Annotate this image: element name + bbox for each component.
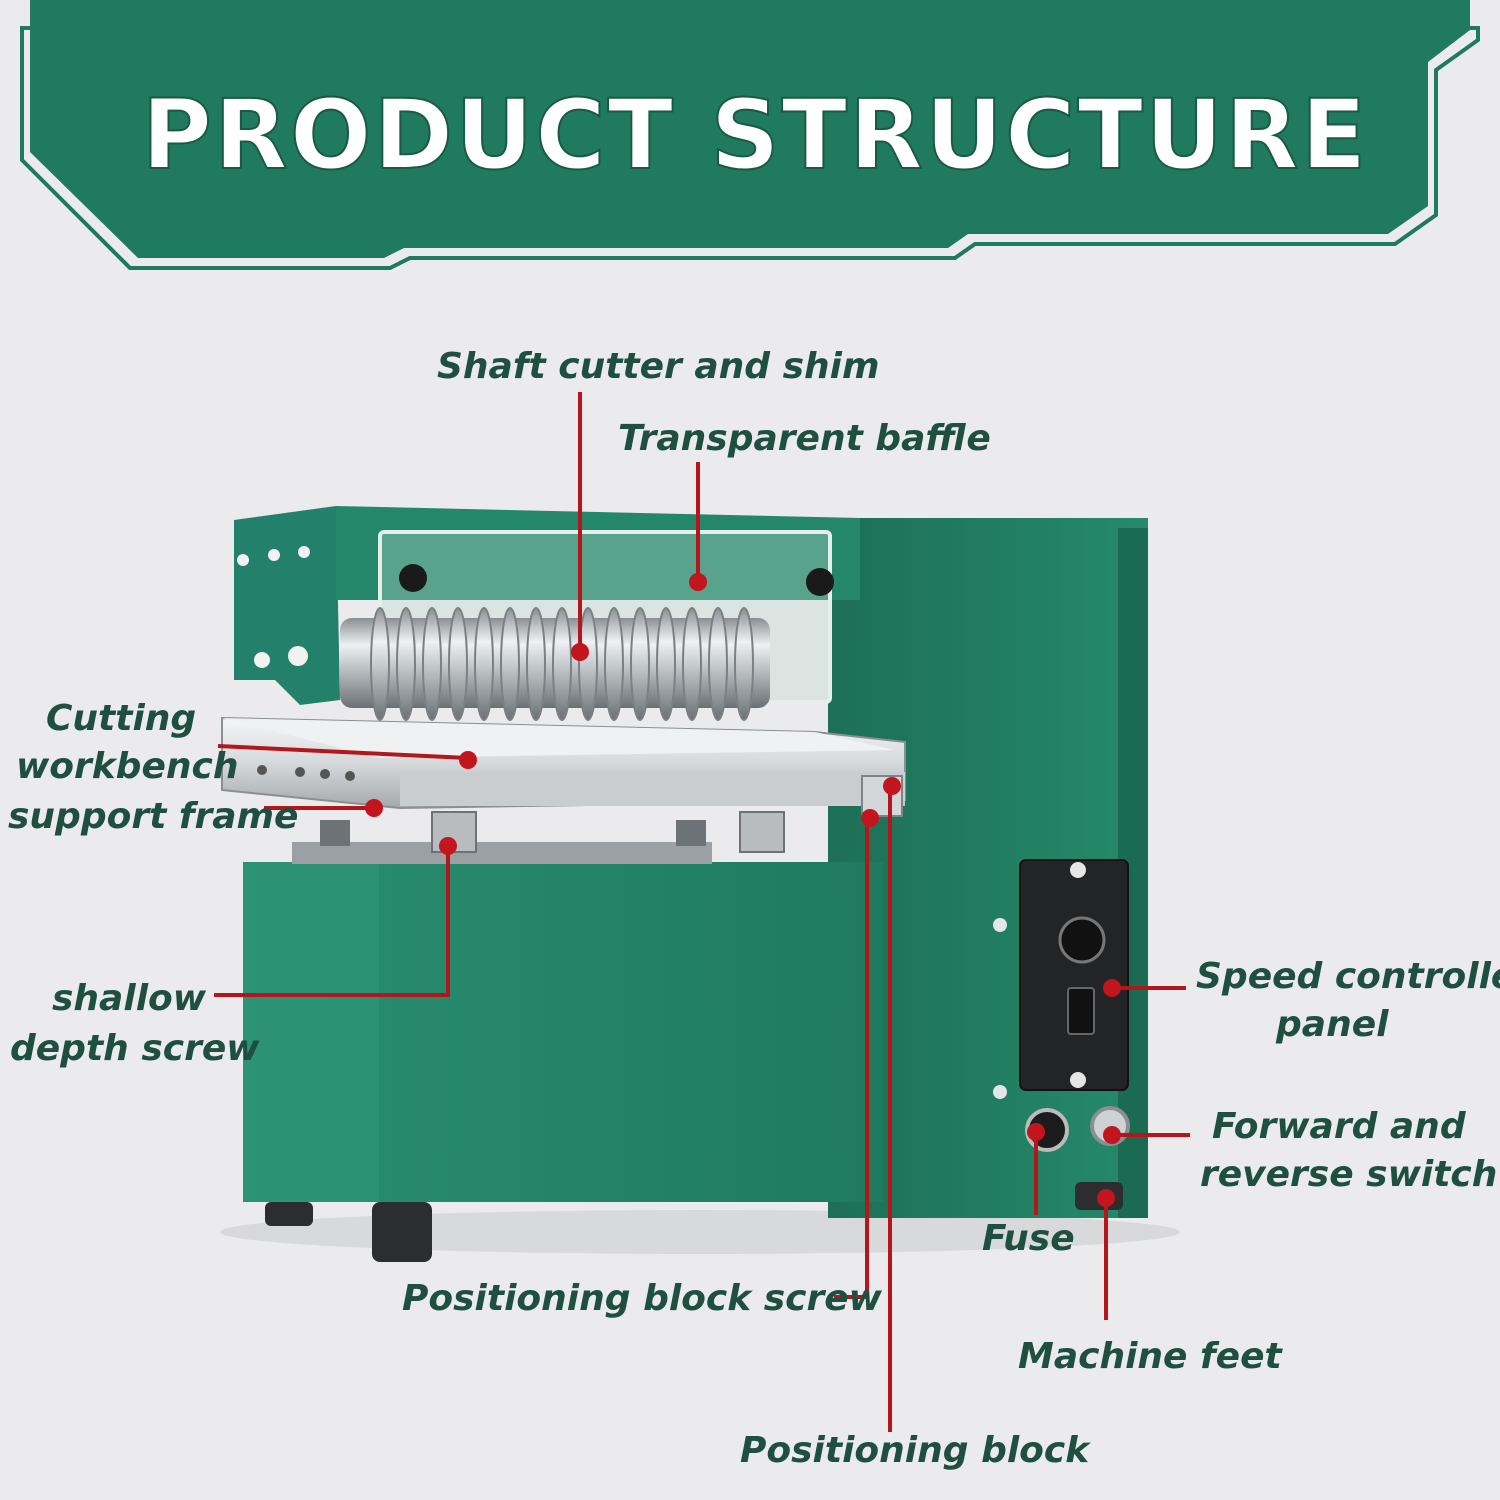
tower-screw (993, 918, 1007, 932)
workbench-top (222, 718, 895, 758)
banner-fill (30, 0, 1470, 258)
tower-screw (993, 1085, 1007, 1099)
label-shallow-line1: shallow (52, 978, 207, 1019)
cutter-blade (682, 607, 702, 721)
cutter-blade (604, 607, 624, 721)
cutter-blade (422, 607, 442, 721)
power-switch[interactable] (1067, 987, 1095, 1035)
label-forward-line1: Forward and (1212, 1106, 1467, 1147)
leader-lines (214, 392, 1190, 1432)
floor-shadow (220, 1210, 1180, 1254)
cutter-blade (734, 607, 754, 721)
bolt (320, 820, 350, 846)
label-speed-line2: panel (1275, 1004, 1389, 1045)
shallow-depth-screw (739, 811, 785, 853)
label-forward-line2: reverse switch (1200, 1154, 1497, 1195)
housing-hole (298, 546, 310, 558)
machine-foot (372, 1202, 432, 1262)
housing-hole (288, 646, 308, 666)
panel-screw (1070, 862, 1086, 878)
label-transparent-baffle: Transparent baffle (618, 418, 991, 459)
callout-labels: Shaft cutter and shim Transparent baffle… (8, 346, 1500, 1471)
cutter-blade (474, 607, 494, 721)
cutter-blade (500, 607, 520, 721)
cutter-blade (448, 607, 468, 721)
bolt (676, 820, 706, 846)
cutter-blade (370, 607, 390, 721)
housing-hole (268, 549, 280, 561)
baffle-knob (399, 564, 427, 592)
housing-hole (237, 554, 249, 566)
cutter-blade (656, 607, 676, 721)
label-cutting-line2: workbench (16, 746, 238, 787)
frame-hole (345, 771, 355, 781)
machine-base-front-shade (243, 862, 379, 1202)
label-cutting-line3: support frame (8, 796, 298, 837)
cutter-blade (630, 607, 650, 721)
label-positioning-block-screw: Positioning block screw (402, 1278, 883, 1319)
label-shaft-cutter: Shaft cutter and shim (437, 346, 879, 387)
speed-controller-panel (1019, 859, 1129, 1091)
cutter-blade (396, 607, 416, 721)
cutter-housing-left-plate (234, 506, 340, 705)
workbench-front-edge (400, 772, 905, 806)
housing-hole (254, 652, 270, 668)
cutter-blades (370, 607, 754, 721)
cutter-blade (526, 607, 546, 721)
label-machine-feet: Machine feet (1018, 1336, 1283, 1377)
baffle-knob (806, 568, 834, 596)
cutter-blade (708, 607, 728, 721)
cutter-housing-top (336, 506, 860, 600)
panel-screw (1070, 1072, 1086, 1088)
label-fuse: Fuse (982, 1218, 1075, 1259)
speed-dial[interactable] (1058, 916, 1106, 964)
page-title: PRODUCT STRUCTURE (142, 79, 1369, 191)
cutter-blade (578, 607, 598, 721)
frame-hole (295, 767, 305, 777)
cutter-blade (552, 607, 572, 721)
title-banner: PRODUCT STRUCTURE (20, 0, 1480, 270)
label-cutting-line1: Cutting (46, 698, 196, 739)
machine-illustration (220, 506, 1180, 1262)
spacer-bar (292, 842, 712, 864)
label-speed-line1: Speed controller (1196, 956, 1500, 997)
label-positioning-block: Positioning block (740, 1430, 1091, 1471)
label-shallow-line2: depth screw (10, 1028, 260, 1069)
frame-hole (257, 765, 267, 775)
frame-hole (320, 769, 330, 779)
machine-foot (265, 1202, 313, 1226)
